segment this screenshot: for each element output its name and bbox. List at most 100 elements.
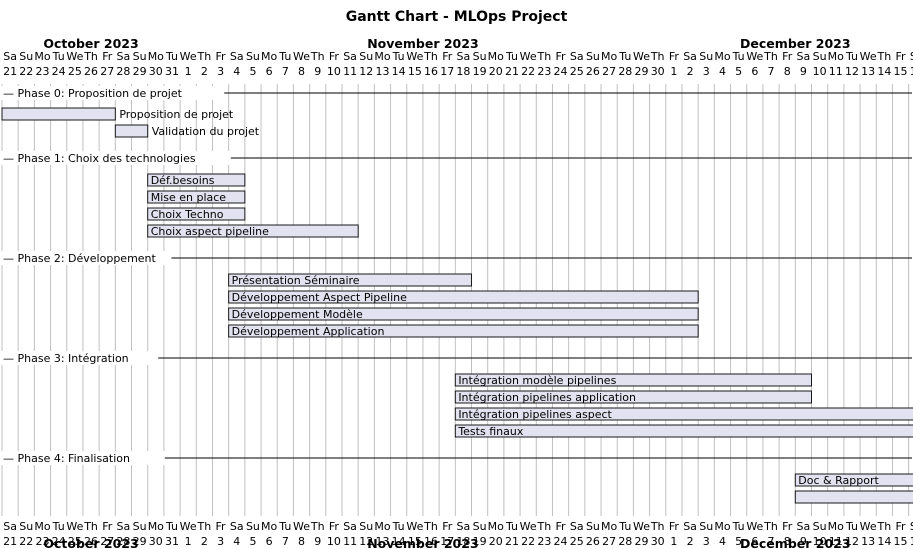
weekday-label: Sa — [3, 520, 17, 533]
day-number-label: 25 — [570, 65, 584, 78]
day-number-label: 24 — [554, 65, 568, 78]
day-number-label: 17 — [440, 535, 454, 548]
weekday-label: Tu — [732, 50, 745, 63]
weekday-label: Su — [19, 520, 33, 533]
weekday-label: We — [860, 520, 877, 533]
day-number-label: 23 — [35, 65, 49, 78]
day-number-label: 16 — [424, 535, 438, 548]
day-number-label: 30 — [651, 535, 665, 548]
task-bar — [454, 390, 812, 404]
day-number-label: 21 — [3, 535, 17, 548]
task-label: Intégration pipelines application — [458, 391, 636, 404]
weekday-label: Tu — [52, 520, 65, 533]
weekday-label: We — [293, 50, 310, 63]
weekday-label: Mo — [148, 50, 164, 63]
weekday-label: Mo — [828, 520, 844, 533]
day-number-label: 9 — [800, 535, 807, 548]
weekday-label: Su — [359, 520, 373, 533]
day-number-label: 3 — [217, 535, 224, 548]
weekday-label: Su — [473, 520, 487, 533]
phase-label-background — [0, 251, 172, 265]
task-bar — [147, 190, 246, 204]
weekday-label: Mo — [601, 50, 617, 63]
day-number-label: 16 — [910, 65, 913, 78]
task-bar — [794, 490, 913, 504]
day-number-label: 9 — [314, 535, 321, 548]
weekday-label: We — [293, 520, 310, 533]
task-label: Intégration modèle pipelines — [458, 374, 616, 387]
day-number-label: 12 — [359, 535, 373, 548]
day-number-label: 14 — [392, 535, 406, 548]
weekday-label: Sa — [457, 520, 471, 533]
weekday-label: Fr — [216, 520, 227, 533]
day-number-label: 1 — [185, 535, 192, 548]
weekday-label: Tu — [278, 50, 291, 63]
weekday-label: Th — [197, 50, 212, 63]
day-number-label: 1 — [670, 65, 677, 78]
day-number-label: 26 — [586, 535, 600, 548]
day-number-label: 13 — [861, 65, 875, 78]
day-number-label: 20 — [489, 65, 503, 78]
phase-label: — Phase 2: Développement — [3, 252, 157, 265]
weekday-label: Sa — [457, 50, 471, 63]
day-number-label: 13 — [375, 535, 389, 548]
weekday-label: Su — [133, 520, 147, 533]
weekday-label: We — [633, 520, 650, 533]
day-number-label: 2 — [687, 535, 694, 548]
task-bar — [147, 224, 359, 238]
day-number-label: 2 — [201, 535, 208, 548]
day-number-label: 6 — [266, 535, 273, 548]
weekday-label: Mo — [488, 520, 504, 533]
weekday-label: We — [66, 50, 83, 63]
day-number-label: 3 — [703, 535, 710, 548]
weekday-label: Mo — [488, 50, 504, 63]
weekday-label: Sa — [910, 50, 913, 63]
month-label: October 2023 — [43, 536, 138, 549]
day-number-label: 27 — [100, 535, 114, 548]
day-number-label: 23 — [35, 535, 49, 548]
weekday-label: Th — [310, 50, 325, 63]
weekday-label: We — [66, 520, 83, 533]
day-number-label: 10 — [327, 535, 341, 548]
weekday-label: Tu — [392, 50, 405, 63]
day-number-label: 17 — [440, 65, 454, 78]
day-number-label: 15 — [894, 535, 908, 548]
weekday-label: Sa — [797, 50, 811, 63]
weekday-label: Sa — [230, 520, 244, 533]
month-label: December 2023 — [740, 36, 851, 51]
day-number-label: 13 — [861, 535, 875, 548]
weekday-label: Fr — [442, 50, 453, 63]
weekday-label: Sa — [570, 50, 584, 63]
weekday-label: Su — [246, 520, 260, 533]
task-label: Présentation Séminaire — [232, 274, 360, 287]
weekday-label: Su — [19, 50, 33, 63]
day-number-label: 5 — [735, 535, 742, 548]
day-number-label: 24 — [52, 65, 66, 78]
weekday-label: Fr — [669, 50, 680, 63]
month-label: November 2023 — [367, 536, 478, 549]
weekday-label: Tu — [165, 520, 178, 533]
task-bar — [454, 373, 812, 387]
weekday-label: Tu — [732, 520, 745, 533]
day-number-label: 19 — [473, 65, 487, 78]
weekday-label: Fr — [556, 50, 567, 63]
weekday-label: Tu — [845, 50, 858, 63]
day-number-label: 22 — [521, 65, 535, 78]
weekday-label: Su — [246, 50, 260, 63]
weekday-label: We — [406, 520, 423, 533]
task-label: Doc & Rapport — [798, 474, 879, 487]
weekday-label: Sa — [910, 520, 913, 533]
weekday-label: Sa — [230, 50, 244, 63]
day-number-label: 31 — [165, 65, 179, 78]
month-label: October 2023 — [43, 36, 138, 51]
task-bar — [794, 473, 913, 487]
day-number-label: 18 — [456, 535, 470, 548]
day-number-label: 4 — [233, 65, 240, 78]
day-number-label: 11 — [829, 65, 843, 78]
day-number-label: 26 — [586, 65, 600, 78]
task-label: Développement Application — [232, 325, 385, 338]
weekday-label: Fr — [782, 50, 793, 63]
weekday-label: Su — [586, 50, 600, 63]
day-number-label: 30 — [149, 535, 163, 548]
